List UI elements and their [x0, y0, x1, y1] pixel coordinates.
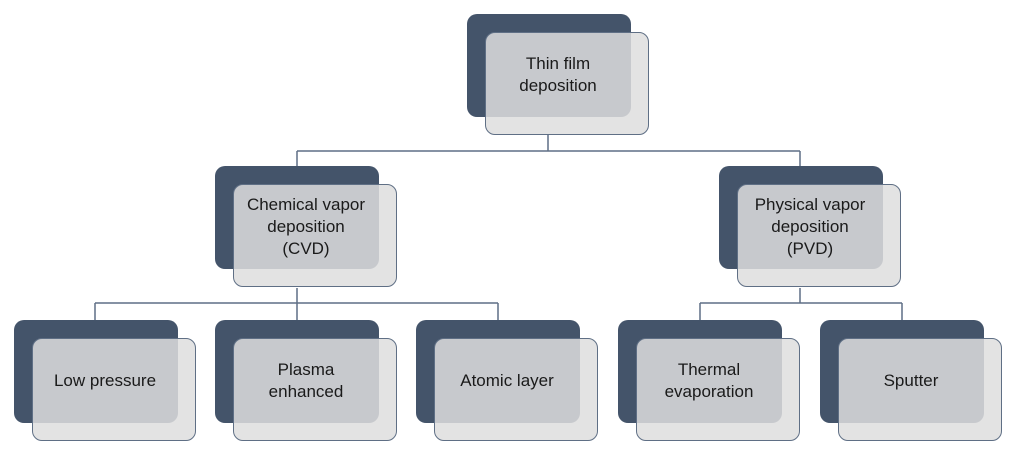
node-cvd: Chemical vapor deposition (CVD) [215, 166, 397, 287]
node-label: Plasma enhanced [268, 359, 344, 401]
node-label: Low pressure [53, 370, 157, 390]
node-front-shape [737, 184, 901, 287]
node-label: Physical vapor deposition (PVD) [754, 194, 866, 258]
node-label: Thermal evaporation [664, 359, 754, 401]
node-sputter: Sputter [820, 320, 1002, 441]
node-label: Thin film deposition [519, 53, 597, 95]
node-label: Atomic layer [460, 370, 554, 390]
node-front-shape [636, 338, 800, 441]
node-low-pressure: Low pressure [14, 320, 196, 441]
node-label: Chemical vapor deposition (CVD) [246, 194, 366, 258]
node-atomic-layer: Atomic layer [416, 320, 598, 441]
node-thermal-evaporation: Thermal evaporation [618, 320, 800, 441]
node-label: Sputter [883, 370, 939, 390]
node-pvd: Physical vapor deposition (PVD) [719, 166, 901, 287]
node-front-shape [233, 184, 397, 287]
node-front-shape [32, 338, 196, 441]
node-front-shape [838, 338, 1002, 441]
node-front-shape [485, 32, 649, 135]
connector-cvd-to-children [94, 288, 499, 320]
node-front-shape [233, 338, 397, 441]
node-plasma-enhanced: Plasma enhanced [215, 320, 397, 441]
connector-pvd-to-children [699, 288, 903, 320]
node-thin-film-deposition: Thin film deposition [467, 14, 649, 135]
node-front-shape [434, 338, 598, 441]
connector-root-to-branches [296, 135, 801, 166]
